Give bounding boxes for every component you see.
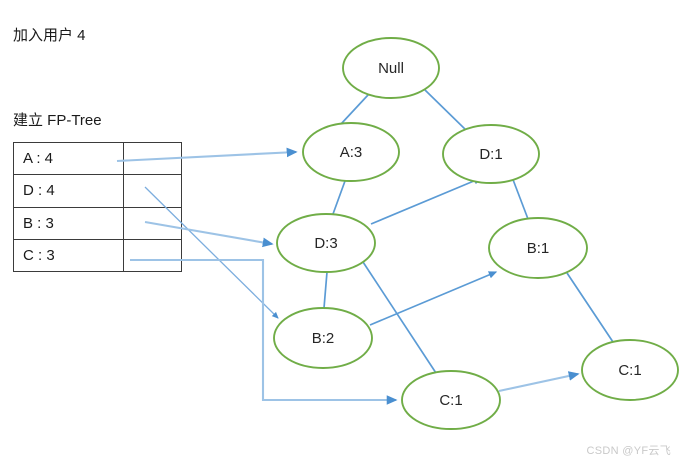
node-c1-right-ellipse[interactable] — [581, 339, 679, 401]
node-a3[interactable]: A:3 — [302, 122, 400, 182]
node-null[interactable]: Null — [342, 37, 440, 99]
edge-null-to-d1 — [424, 89, 469, 133]
edge-b1-to-c1-right — [566, 272, 614, 343]
node-null-ellipse[interactable] — [342, 37, 440, 99]
node-b1-ellipse[interactable] — [488, 217, 588, 279]
edge-d3-to-c1-mid — [362, 261, 437, 374]
node-b1[interactable]: B:1 — [488, 217, 588, 279]
node-a3-label: A:3 — [340, 144, 363, 161]
node-c1-right[interactable]: C:1 — [581, 339, 679, 401]
edge-a3-to-d3 — [332, 180, 346, 215]
node-d1-ellipse[interactable] — [442, 124, 540, 184]
header-item-0: A : 4 — [13, 141, 124, 176]
header-item-2: B : 3 — [13, 206, 124, 240]
header-link-b-to-d3 — [144, 220, 274, 248]
node-b2-ellipse[interactable] — [273, 307, 373, 369]
header-link-cell-3 — [123, 238, 182, 273]
node-c1-mid-label: C:1 — [439, 392, 462, 409]
node-d1-label: D:1 — [479, 146, 502, 163]
edge-d1-to-b1 — [511, 176, 529, 220]
caption-join-user: 加入用户 4 — [13, 27, 86, 44]
table-row: A : 4 — [13, 141, 182, 176]
edge-d3-to-d1 — [370, 177, 483, 225]
node-b2-label: B:2 — [312, 330, 335, 347]
edge-c1-mid-to-c1-right — [498, 371, 580, 393]
node-c1-mid[interactable]: C:1 — [401, 370, 501, 430]
header-link-layer — [116, 147, 398, 405]
header-table: A : 4 D : 4 B : 3 C : 3 — [13, 141, 182, 273]
watermark: CSDN @YF云飞 — [586, 445, 671, 457]
node-d3[interactable]: D:3 — [276, 213, 376, 273]
header-link-cell-1 — [123, 174, 182, 208]
header-table-body: A : 4 D : 4 B : 3 C : 3 — [13, 141, 182, 273]
header-link-d-to-b2 — [144, 186, 279, 319]
node-a3-ellipse[interactable] — [302, 122, 400, 182]
node-b2[interactable]: B:2 — [273, 307, 373, 369]
node-null-label: Null — [378, 60, 404, 77]
header-link-a-to-a3 — [116, 147, 298, 163]
node-d3-label: D:3 — [314, 235, 337, 252]
node-c1-right-label: C:1 — [618, 362, 641, 379]
node-b1-label: B:1 — [527, 240, 550, 257]
header-link-c-to-c1 — [130, 258, 398, 405]
edge-b2-to-b1 — [369, 271, 498, 326]
node-d3-ellipse[interactable] — [276, 213, 376, 273]
node-layer: Null A:3 D:1 D:3 B:1 B:2 — [273, 37, 679, 430]
edge-null-to-a3 — [340, 94, 369, 125]
node-c1-mid-ellipse[interactable] — [401, 370, 501, 430]
node-d1[interactable]: D:1 — [442, 124, 540, 184]
edge-d3-to-b2 — [323, 271, 328, 309]
table-row: B : 3 — [13, 206, 182, 240]
edge-layer — [323, 89, 614, 393]
caption-build-fp-tree: 建立 FP-Tree — [13, 112, 102, 129]
table-row: C : 3 — [13, 238, 182, 273]
